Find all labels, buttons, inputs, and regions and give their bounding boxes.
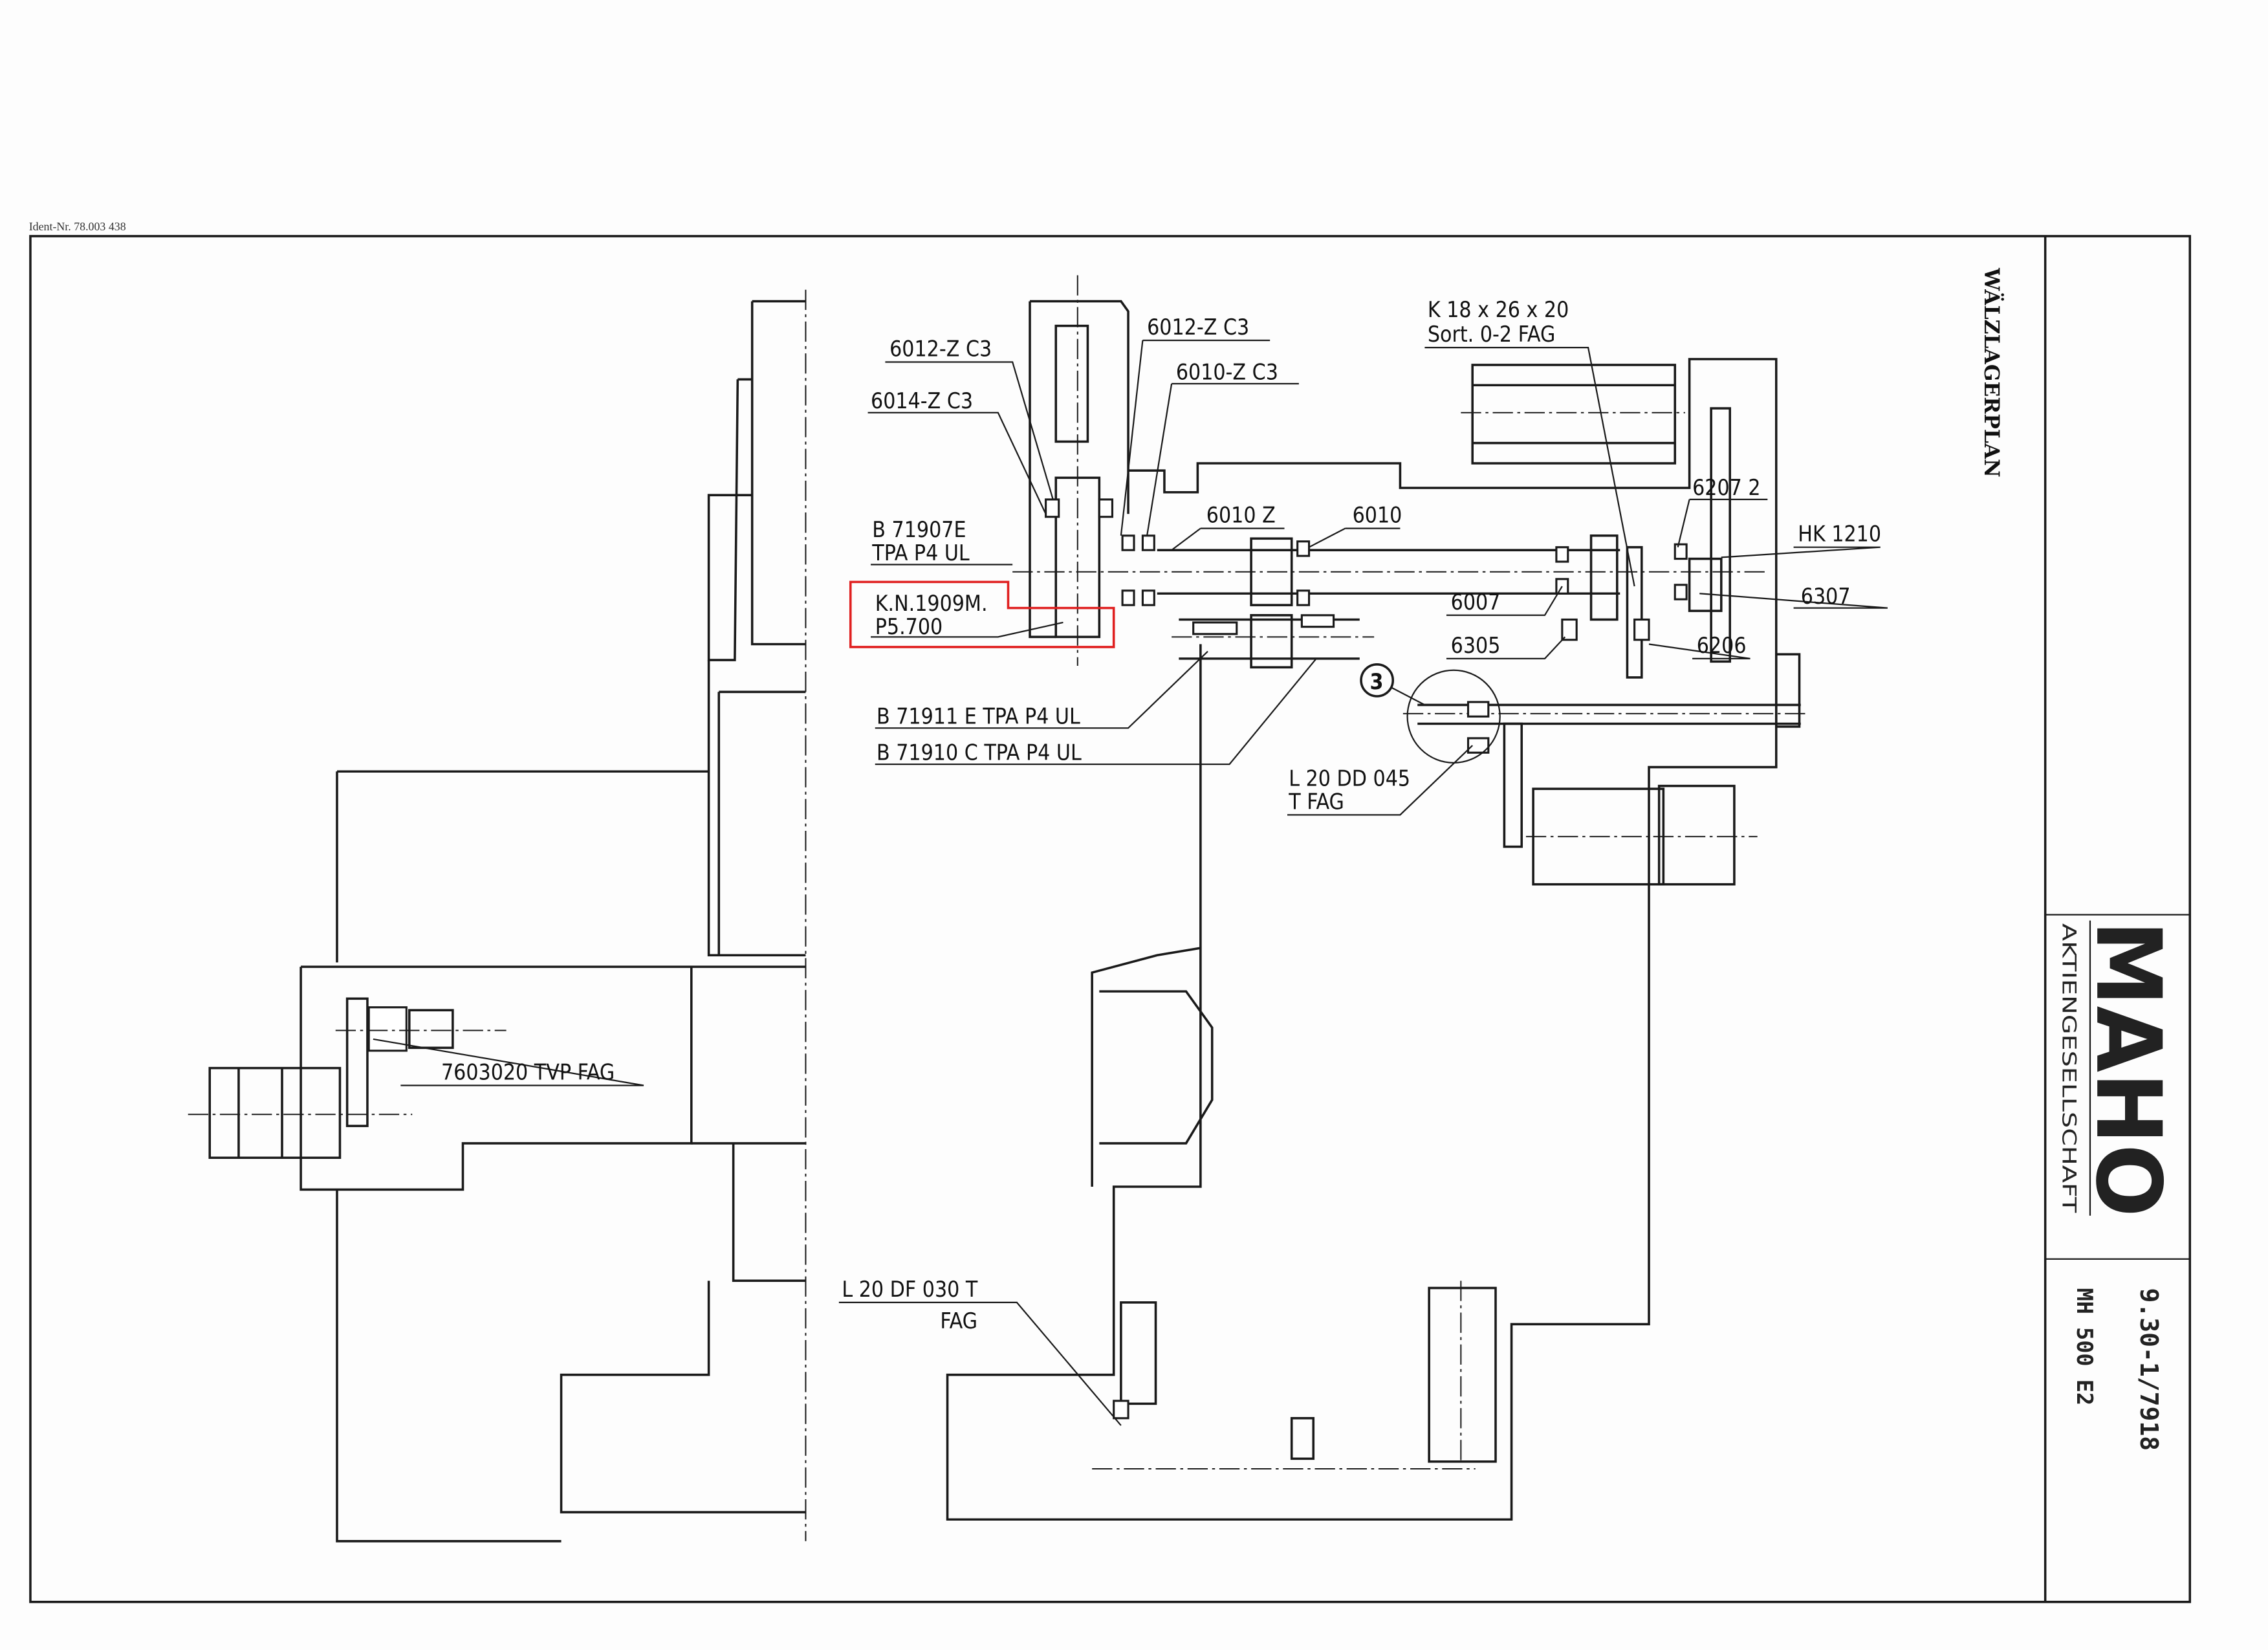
ident-number: Ident-Nr. 78.003 438 — [29, 220, 126, 233]
detail-marker-circle — [1360, 663, 1395, 698]
drawing-title: WÄLZLAGERPLAN — [1979, 267, 2004, 478]
label-kn1909m: K.N.1909M. — [875, 591, 988, 616]
label-6305: 6305 — [1451, 633, 1501, 658]
label-l20df030t: L 20 DF 030 T — [842, 1277, 978, 1302]
label-k18x26x20: K 18 x 26 x 20 — [1428, 297, 1569, 322]
bearing-symbols — [1045, 498, 1688, 1420]
detail-marker-3: 3 — [1369, 669, 1383, 694]
label-b71907e: B 71907E — [872, 517, 966, 542]
label-6206: 6206 — [1697, 633, 1747, 658]
title-block: WÄLZLAGERPLAN MAHO AKTIENGESELLSCHAFT 9.… — [1979, 236, 2190, 1602]
label-hk1210: HK 1210 — [1798, 522, 1881, 547]
model-number: MH 500 E2 — [2072, 1288, 2097, 1406]
label-6307: 6307 — [1801, 584, 1851, 609]
label-6010-z: 6010 Z — [1206, 503, 1276, 528]
label-7603020-tvp-fag: 7603020 TVP FAG — [441, 1060, 615, 1085]
company-name: AKTIENGESELLSCHAFT — [2058, 923, 2080, 1213]
label-fag: FAG — [940, 1308, 977, 1334]
label-62072: 6207 2 — [1692, 475, 1760, 500]
leader-lines — [373, 339, 1888, 1426]
machine-column-right — [946, 275, 1808, 1521]
label-t-fag: T FAG — [1288, 789, 1344, 814]
label-6012-z-c3-left: 6012-Z C3 — [889, 336, 992, 362]
maho-logo: MAHO — [2076, 921, 2181, 1217]
label-b71911e: B 71911 E TPA P4 UL — [877, 703, 1080, 729]
label-p5700: P5.700 — [875, 614, 943, 639]
label-sort-fag: Sort. 0-2 FAG — [1428, 322, 1555, 347]
bearing-labels: 6012-Z C3 6014-Z C3 6012-Z C3 6010-Z C3 … — [441, 297, 1881, 1334]
label-l20dd045: L 20 DD 045 — [1289, 766, 1410, 791]
label-b71910c: B 71910 C TPA P4 UL — [877, 740, 1082, 765]
label-tpa-p4-ul: TPA P4 UL — [871, 540, 970, 566]
machine-column-left — [188, 300, 806, 1543]
label-6010: 6010 — [1353, 503, 1402, 528]
highlight-box — [849, 580, 1115, 648]
label-6007: 6007 — [1451, 589, 1501, 615]
drawing-number: 9.30-1/7918 — [2135, 1288, 2163, 1451]
label-6010-z-c3: 6010-Z C3 — [1176, 359, 1278, 384]
label-6014-z-c3: 6014-Z C3 — [871, 388, 973, 413]
drawing-frame — [29, 235, 2192, 1603]
label-6012-z-c3-right: 6012-Z C3 — [1147, 314, 1249, 340]
